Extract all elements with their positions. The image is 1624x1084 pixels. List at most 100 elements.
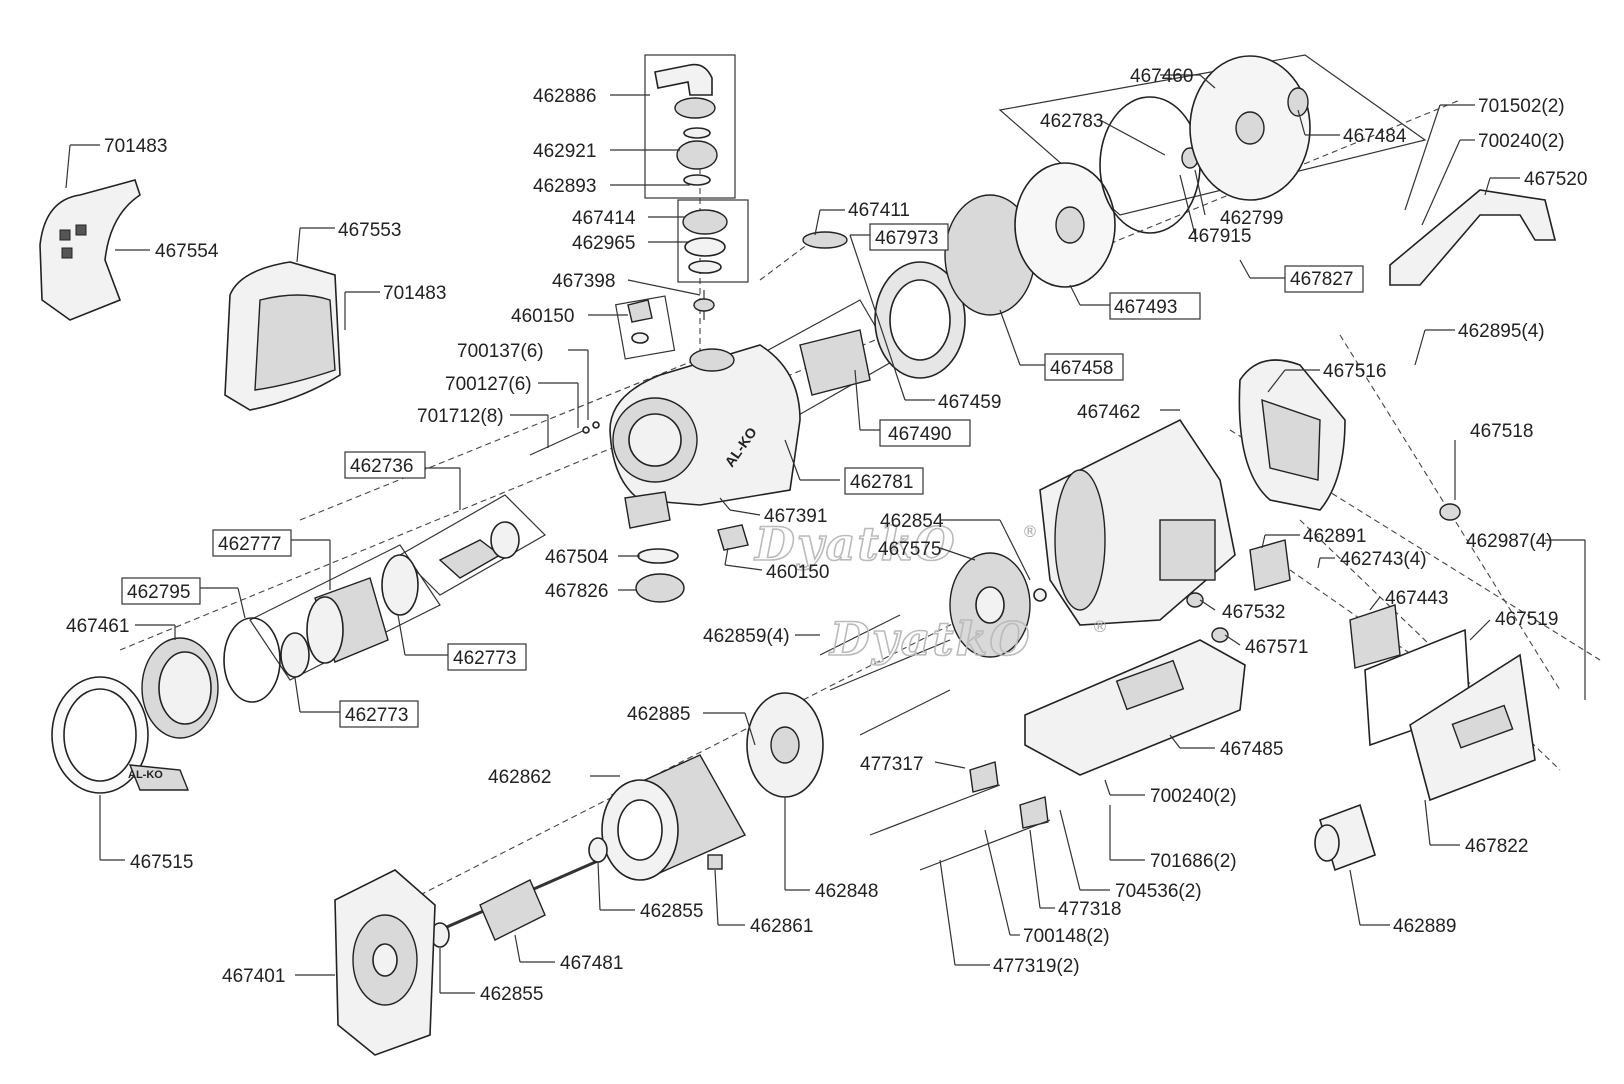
- bearing-front: [588, 837, 608, 863]
- label-462885: 462885: [627, 704, 690, 725]
- label-462862: 462862: [488, 767, 551, 788]
- label-701483-b: 701483: [383, 283, 446, 304]
- label-477317: 477317: [860, 754, 923, 775]
- label-467484: 467484: [1343, 126, 1407, 147]
- label-700240-b: 700240(2): [1150, 786, 1237, 807]
- label-467462: 467462: [1077, 402, 1140, 423]
- label-467520: 467520: [1524, 169, 1587, 190]
- filter-seals: [635, 548, 685, 603]
- label-467915: 467915: [1188, 226, 1251, 247]
- pipe-fittings: [682, 209, 728, 274]
- label-700127: 700127(6): [445, 374, 532, 395]
- label-467398: 467398: [552, 271, 615, 292]
- diffuser-stack: [799, 55, 1311, 396]
- check-valve: [693, 290, 715, 320]
- label-467461: 467461: [66, 616, 129, 637]
- lid-clamp: [51, 676, 190, 794]
- label-462777: 462777: [218, 534, 281, 555]
- pump-housing: [609, 344, 801, 529]
- label-460150-b: 460150: [766, 562, 829, 583]
- label-462783: 462783: [1040, 111, 1103, 132]
- label-700137: 700137(6): [457, 341, 544, 362]
- label-467391: 467391: [764, 506, 827, 527]
- label-467504: 467504: [545, 547, 609, 568]
- label-700240-a: 700240(2): [1478, 131, 1565, 152]
- label-467553: 467553: [338, 220, 401, 241]
- label-462855-a: 462855: [640, 901, 703, 922]
- fan-cover-small: [39, 179, 141, 321]
- label-467481: 467481: [560, 953, 623, 974]
- brand-mark-clamp: AL-KO: [128, 769, 163, 781]
- label-467827: 467827: [1290, 269, 1353, 290]
- part-number-labels: 701483 467554 467553 701483 462886 46292…: [66, 66, 1587, 1005]
- label-467493: 467493: [1114, 297, 1177, 318]
- watermark-text-1: DyatkO: [753, 517, 957, 571]
- label-467411: 467411: [848, 200, 910, 221]
- label-467575: 467575: [878, 539, 941, 560]
- drain-plug-bottom: [717, 524, 749, 551]
- label-467516: 467516: [1323, 361, 1386, 382]
- label-467414: 467414: [572, 208, 636, 229]
- cable-bushings: [1186, 592, 1229, 643]
- label-701686: 701686(2): [1150, 851, 1237, 872]
- label-467443: 467443: [1385, 588, 1448, 609]
- label-467490: 467490: [888, 424, 951, 445]
- label-467460: 467460: [1130, 66, 1193, 87]
- hose-elbow: [654, 63, 718, 186]
- label-701483-a: 701483: [104, 136, 167, 157]
- housing-bolts: [529, 421, 600, 456]
- stator-plug: [707, 854, 723, 870]
- label-462921: 462921: [533, 141, 596, 162]
- label-700148: 700148(2): [1023, 926, 1110, 947]
- label-701502: 701502(2): [1478, 96, 1565, 117]
- label-462854: 462854: [880, 511, 944, 532]
- label-462859: 462859(4): [703, 626, 790, 647]
- pump-base: [1024, 639, 1246, 776]
- label-462987: 462987(4): [1466, 531, 1553, 552]
- rotor: [439, 858, 601, 941]
- label-467571: 467571: [1245, 637, 1308, 658]
- label-462773-a: 462773: [453, 648, 516, 669]
- label-467822: 467822: [1465, 836, 1528, 857]
- fan-hood: [224, 261, 341, 411]
- label-462848: 462848: [815, 881, 878, 902]
- bearing-shield: [746, 692, 824, 798]
- label-701712: 701712(8): [417, 406, 504, 427]
- label-704536: 704536(2): [1115, 881, 1202, 902]
- label-462736: 462736: [350, 456, 413, 477]
- base-screws: [869, 784, 1051, 871]
- carry-handle: [1389, 189, 1557, 286]
- label-467554: 467554: [155, 241, 219, 262]
- motor-frame: [1039, 418, 1236, 626]
- label-462893: 462893: [533, 176, 596, 197]
- label-467515: 467515: [130, 852, 193, 873]
- terminal-block: [1249, 539, 1291, 591]
- label-462855-b: 462855: [480, 984, 543, 1005]
- label-462895: 462895(4): [1458, 321, 1545, 342]
- label-462891: 462891: [1303, 526, 1366, 547]
- stator: [601, 754, 746, 881]
- label-460150-a: 460150: [511, 306, 574, 327]
- o-ring: [223, 617, 281, 703]
- rubber-feet: [969, 761, 1049, 829]
- label-462795: 462795: [127, 582, 190, 603]
- leader-lines: [65, 74, 1586, 994]
- motor-end-plate: [334, 869, 436, 1056]
- label-462861: 462861: [750, 916, 813, 937]
- label-462886: 462886: [533, 86, 596, 107]
- label-467458: 467458: [1050, 358, 1113, 379]
- boxed-label-frames: [121, 223, 1364, 728]
- label-462799: 462799: [1220, 208, 1283, 229]
- label-467459: 467459: [938, 392, 1001, 413]
- cooling-fan: [949, 552, 1047, 658]
- label-467519: 467519: [1495, 609, 1558, 630]
- label-462781: 462781: [850, 472, 913, 493]
- cable-gland: [1439, 503, 1461, 521]
- strainer: [280, 554, 419, 678]
- label-462743: 462743(4): [1340, 549, 1427, 570]
- filter-lid: [141, 637, 219, 739]
- electronics-cover: [1409, 653, 1536, 802]
- label-467532: 467532: [1222, 602, 1285, 623]
